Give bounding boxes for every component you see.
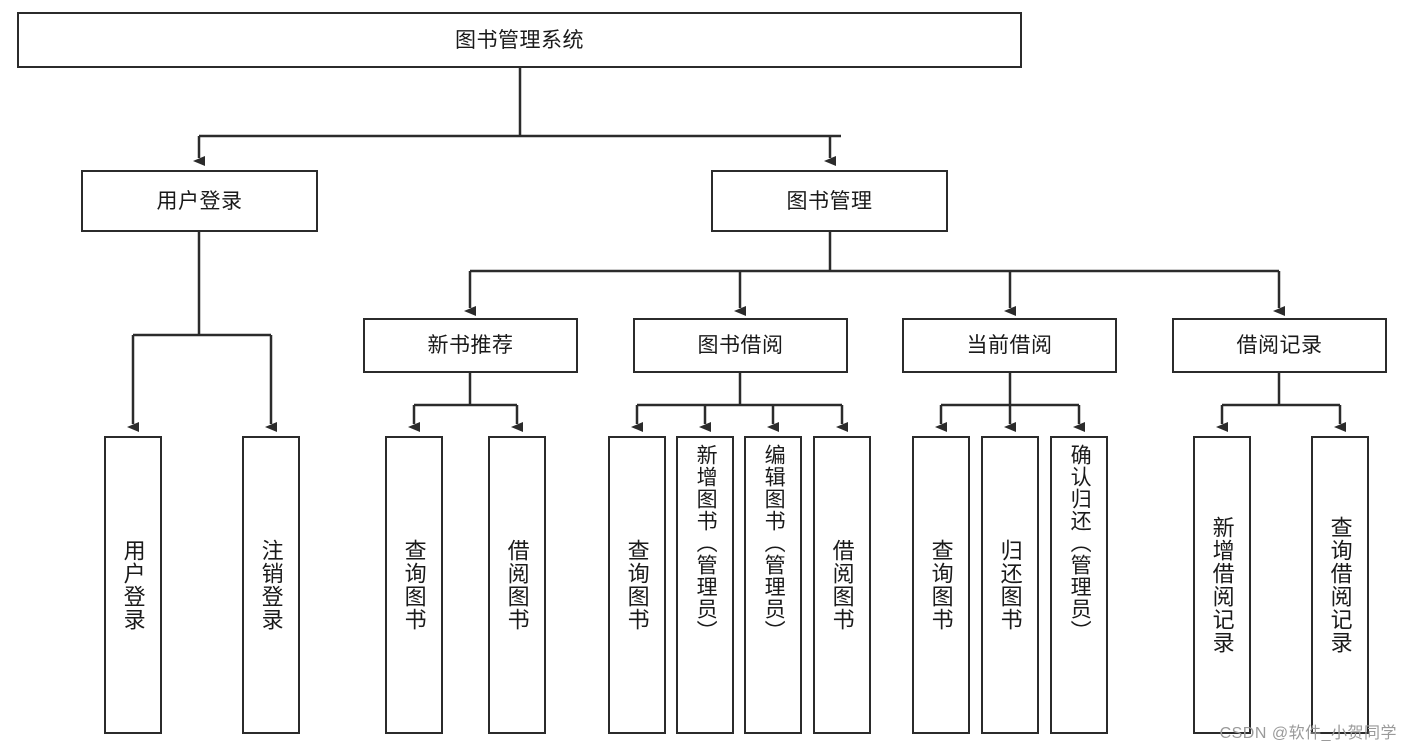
leaf-user-login[interactable]: 用户登录 — [104, 436, 162, 734]
node-label: 归还图书 — [997, 539, 1023, 631]
node-label: 确认归还（管理员） — [1068, 444, 1092, 642]
leaf-add-book[interactable]: 新增图书（管理员） — [676, 436, 734, 734]
node-current-borrow[interactable]: 当前借阅 — [902, 318, 1117, 373]
leaf-confirm-return[interactable]: 确认归还（管理员） — [1050, 436, 1108, 734]
node-label: 注销登录 — [258, 539, 284, 631]
node-label: 用户登录 — [156, 189, 243, 213]
node-label: 查询借阅记录 — [1327, 516, 1353, 654]
node-label: 图书管理 — [786, 189, 873, 213]
node-label: 图书管理系统 — [455, 28, 584, 52]
node-user-login[interactable]: 用户登录 — [81, 170, 318, 232]
node-label: 当前借阅 — [966, 334, 1053, 357]
node-label: 借阅记录 — [1236, 334, 1323, 357]
node-label: 新书推荐 — [427, 334, 514, 357]
node-book-management-system[interactable]: 图书管理系统 — [17, 12, 1022, 68]
node-book-borrow[interactable]: 图书借阅 — [633, 318, 848, 373]
node-label: 借阅图书 — [829, 539, 855, 631]
node-new-book-recommend[interactable]: 新书推荐 — [363, 318, 578, 373]
leaf-query-book-borrow[interactable]: 查询图书 — [608, 436, 666, 734]
leaf-borrow-book-recommend[interactable]: 借阅图书 — [488, 436, 546, 734]
node-label: 查询图书 — [624, 539, 650, 631]
leaf-add-borrow-record[interactable]: 新增借阅记录 — [1193, 436, 1251, 734]
node-label: 查询图书 — [928, 539, 954, 631]
csdn-watermark: CSDN @软件_小贺同学 — [1219, 725, 1397, 742]
leaf-borrow-book[interactable]: 借阅图书 — [813, 436, 871, 734]
node-label: 查询图书 — [401, 539, 427, 631]
leaf-query-book-recommend[interactable]: 查询图书 — [385, 436, 443, 734]
node-label: 新增图书（管理员） — [694, 444, 718, 642]
node-label: 借阅图书 — [504, 539, 530, 631]
leaf-edit-book[interactable]: 编辑图书（管理员） — [744, 436, 802, 734]
node-label: 用户登录 — [120, 539, 146, 631]
leaf-query-book-current[interactable]: 查询图书 — [912, 436, 970, 734]
leaf-logout-login[interactable]: 注销登录 — [242, 436, 300, 734]
node-label: 编辑图书（管理员） — [762, 444, 786, 642]
node-book-management[interactable]: 图书管理 — [711, 170, 948, 232]
node-label: 新增借阅记录 — [1209, 516, 1235, 654]
leaf-return-book[interactable]: 归还图书 — [981, 436, 1039, 734]
node-borrow-record[interactable]: 借阅记录 — [1172, 318, 1387, 373]
leaf-query-borrow-record[interactable]: 查询借阅记录 — [1311, 436, 1369, 734]
node-label: 图书借阅 — [697, 334, 784, 357]
